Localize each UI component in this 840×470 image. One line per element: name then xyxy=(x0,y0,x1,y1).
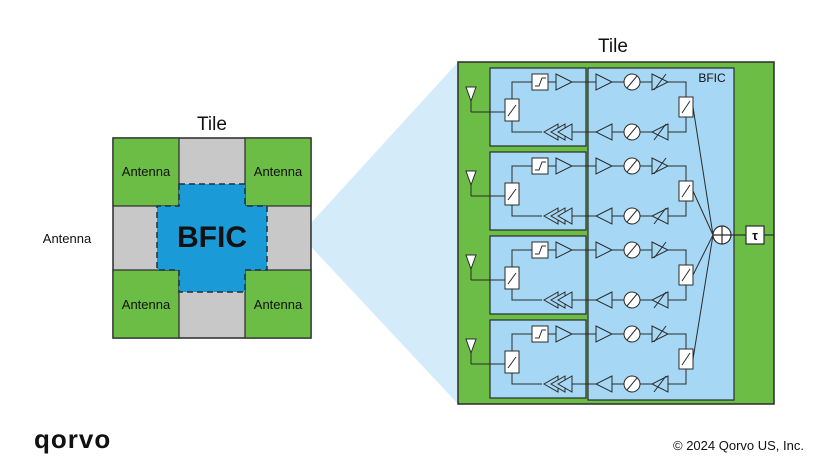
antenna-icon xyxy=(465,254,477,271)
pa-icon xyxy=(555,157,574,175)
antenna-icon xyxy=(465,338,477,355)
pa-icon xyxy=(555,73,574,91)
antenna-block-top-left xyxy=(112,137,180,207)
corner-antenna-label-bottom-right: Antenna xyxy=(254,297,303,312)
corner-antenna-label-top-right: Antenna xyxy=(254,164,303,179)
bfic-chip-label: BFIC xyxy=(698,71,726,85)
antenna-block-bottom-right xyxy=(244,269,312,339)
left-tile: Antenna Antenna Antenna Antenna BFIC xyxy=(112,137,312,339)
amp-icon xyxy=(595,325,614,343)
copyright-text: © 2024 Qorvo US, Inc. xyxy=(673,438,804,453)
channel-2 xyxy=(465,151,714,236)
channel-4 xyxy=(465,234,714,399)
amp-icon xyxy=(595,241,614,259)
pa-icon xyxy=(555,325,574,343)
corner-antenna-label-bottom-left: Antenna xyxy=(122,297,171,312)
amp-icon xyxy=(595,73,614,91)
antenna-block-bottom-left xyxy=(112,269,180,339)
right-tile-title: Tile xyxy=(598,36,628,57)
antenna-icon xyxy=(465,170,477,187)
channel-3 xyxy=(465,234,714,315)
antenna-icon xyxy=(465,86,477,103)
qorvo-logo: qorvo xyxy=(34,424,111,454)
delay-symbol: τ xyxy=(752,228,758,243)
right-tile: BFIC τ xyxy=(457,61,775,405)
zoom-projection xyxy=(300,62,458,404)
antenna-block-top-right xyxy=(244,137,312,207)
channel-1 xyxy=(465,67,714,236)
left-tile-title: Tile xyxy=(197,114,227,135)
corner-antenna-label-top-left: Antenna xyxy=(122,164,171,179)
amp-icon xyxy=(595,157,614,175)
channel-group xyxy=(465,67,714,399)
pa-icon xyxy=(555,241,574,259)
side-antenna-label: Antenna xyxy=(43,231,92,246)
combiner-icon xyxy=(712,225,732,245)
bfic-center-label: BFIC xyxy=(177,221,247,254)
